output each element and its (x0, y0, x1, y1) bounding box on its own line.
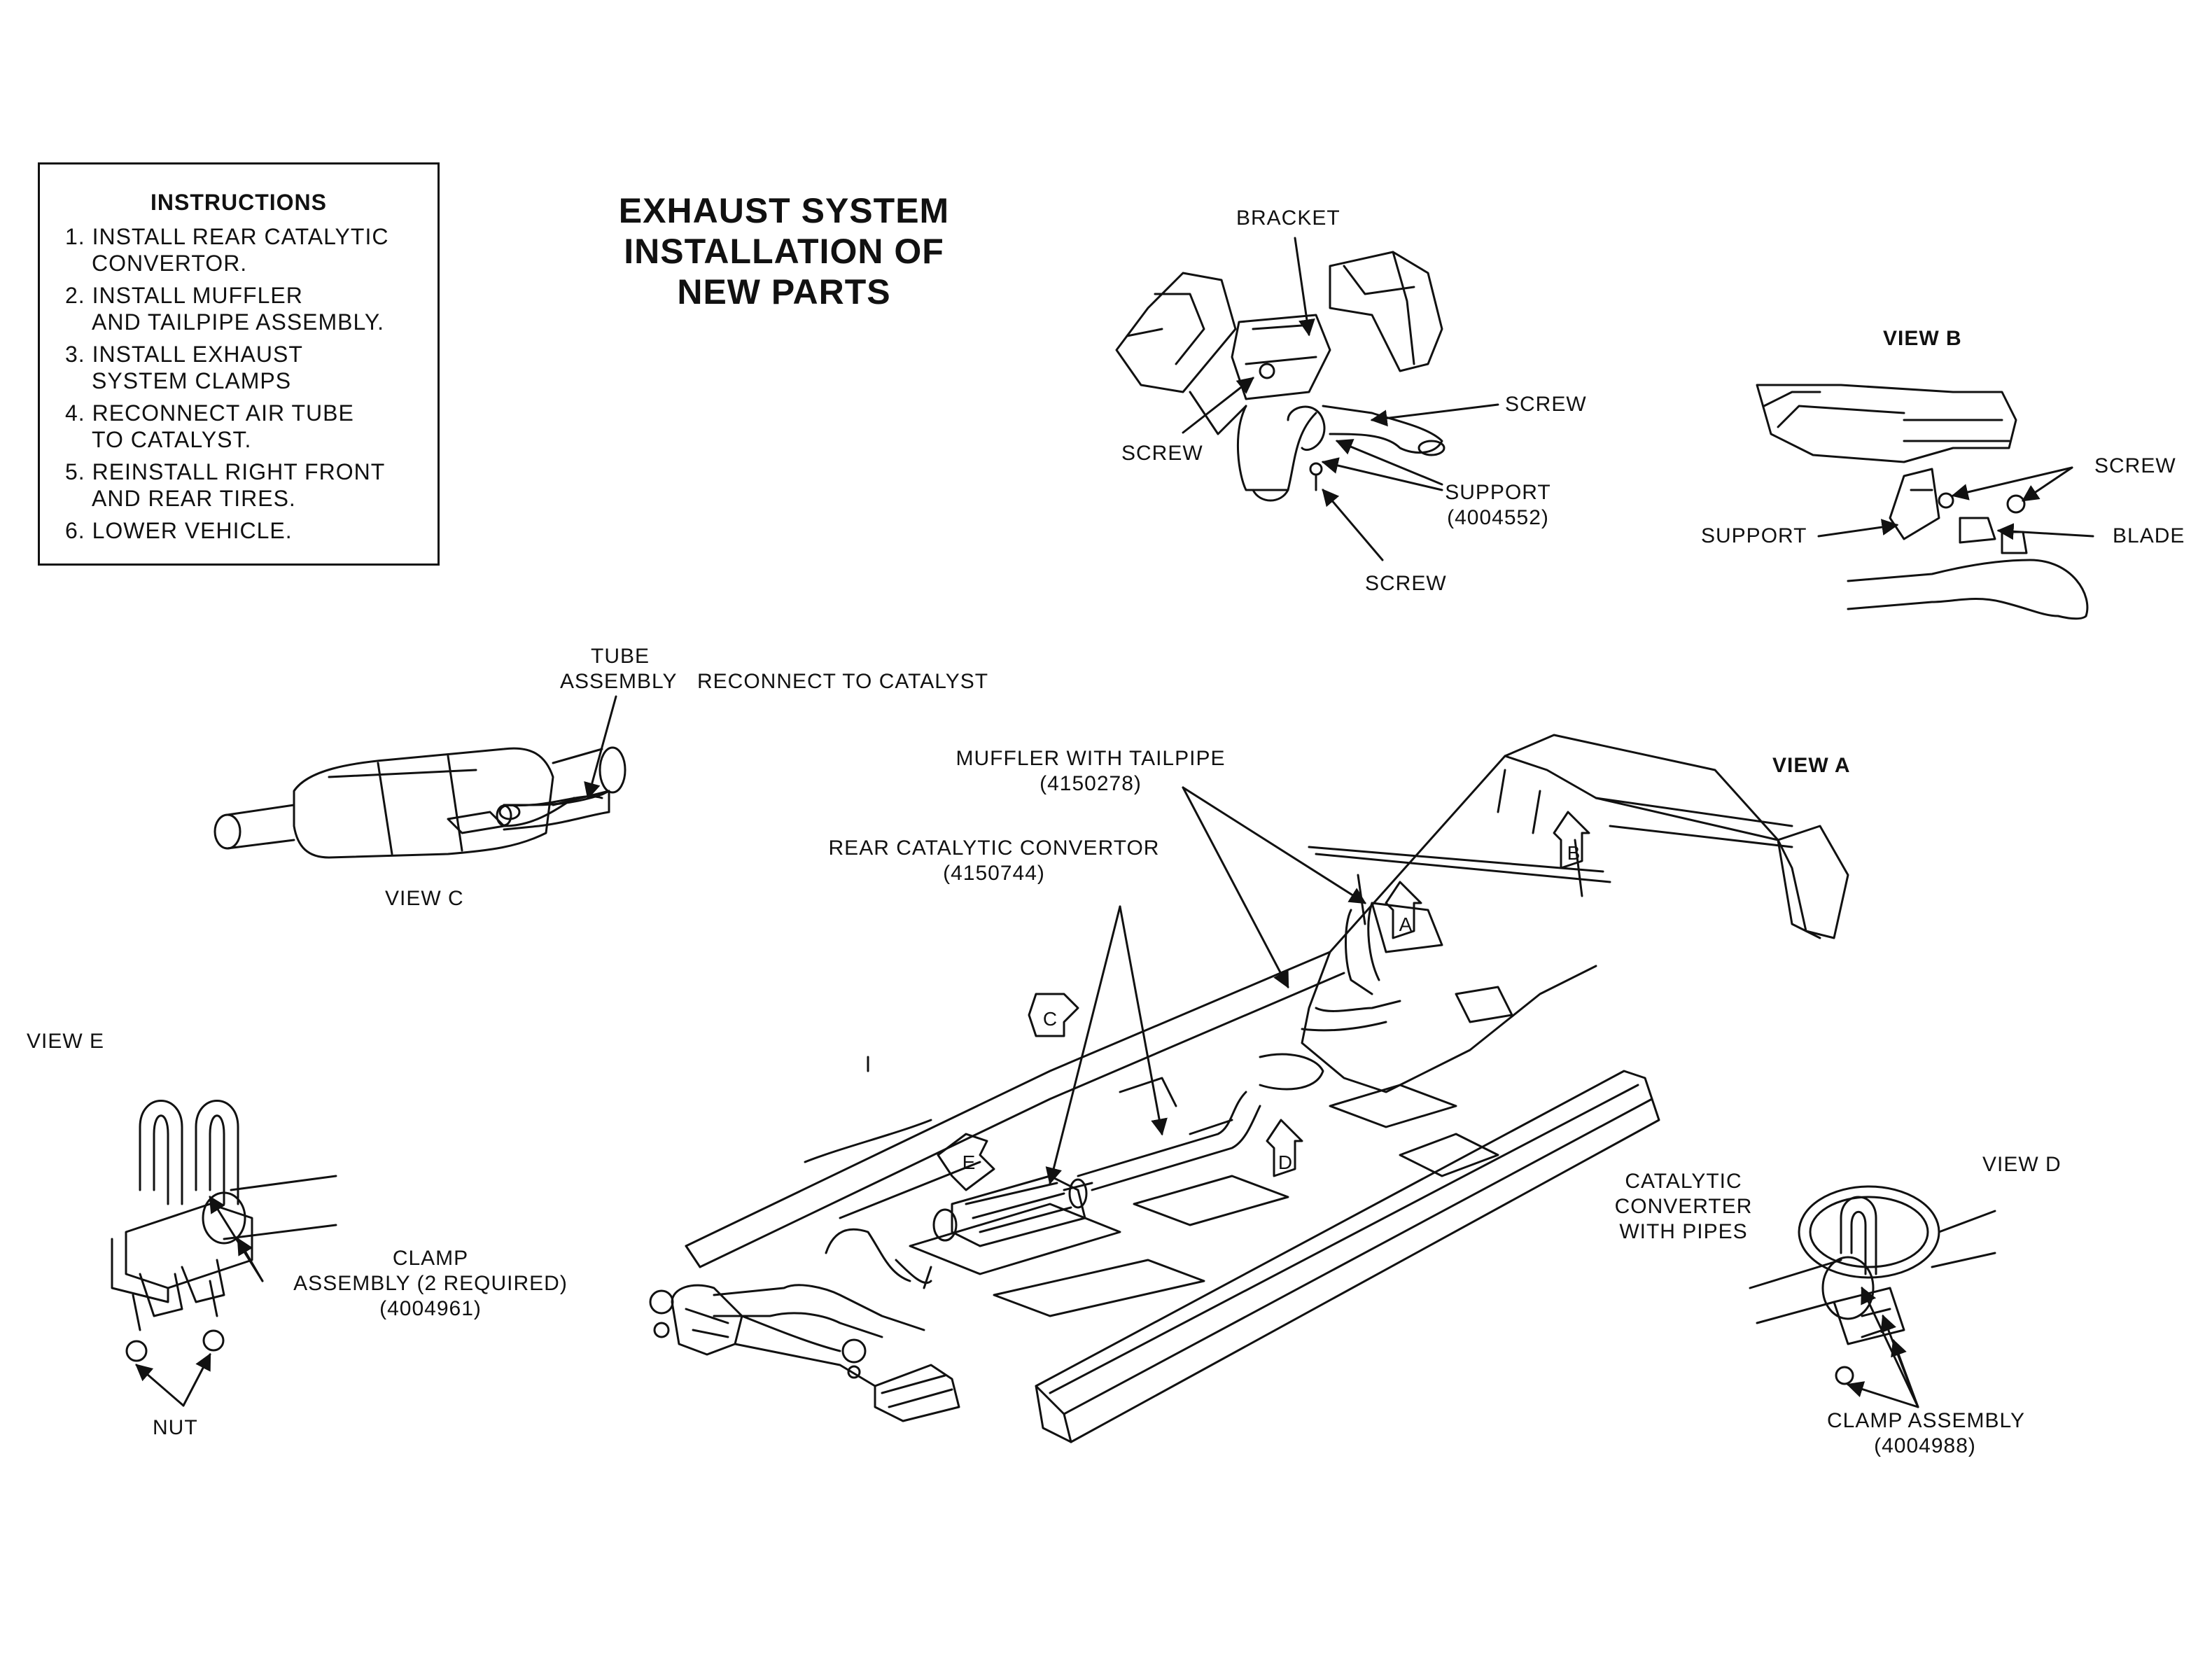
label-screw-right: SCREW (1505, 393, 1587, 416)
title-line: INSTALLATION OF (624, 232, 944, 271)
page-title: EXHAUST SYSTEM INSTALLATION OF NEW PARTS (602, 190, 966, 312)
cat-line: CATALYTIC (1625, 1170, 1742, 1193)
arrow-label-a: A (1399, 913, 1413, 935)
view-d-drawing (1749, 1185, 1996, 1385)
label-clamp-d: CLAMP ASSEMBLY (4004988) (1827, 1408, 2026, 1459)
view-d-leaders (1846, 1286, 1919, 1408)
view-b-title: VIEW B (1883, 327, 1962, 350)
instruction-line: 4. RECONNECT AIR TUBE (65, 400, 354, 426)
view-d-title: VIEW D (1982, 1153, 2062, 1176)
clamp-d-name: CLAMP ASSEMBLY (1827, 1409, 2026, 1432)
view-arrows (937, 811, 1590, 1191)
rear-cat-part-number: (4150744) (943, 862, 1045, 885)
title-line: EXHAUST SYSTEM (618, 191, 950, 230)
arrow-label-d: D (1278, 1152, 1292, 1173)
view-a-detail-drawing (1115, 251, 1446, 502)
exhaust-pipe-drawing (867, 902, 1401, 1191)
view-c-leaders (584, 695, 617, 800)
instruction-line: CONVERTOR. (92, 251, 248, 276)
label-muffler: MUFFLER WITH TAILPIPE (4150278) (937, 746, 1245, 797)
instruction-line: 5. REINSTALL RIGHT FRONT (65, 459, 386, 484)
view-e-title: VIEW E (27, 1030, 105, 1053)
label-rear-catalytic: REAR CATALYTIC CONVERTOR (4150744) (812, 836, 1176, 886)
view-c-title: VIEW C (385, 887, 464, 910)
label-support: SUPPORT (4004552) (1435, 480, 1561, 531)
title-line: NEW PARTS (677, 272, 891, 312)
support-part-number: (4004552) (1447, 506, 1549, 529)
instruction-line: TO CATALYST. (92, 427, 252, 452)
label-screw-left: SCREW (1121, 442, 1203, 465)
front-pipes-drawing (649, 1228, 960, 1422)
support-name: SUPPORT (1445, 481, 1551, 504)
instruction-step: 6. LOWER VEHICLE. (65, 517, 388, 544)
instruction-line: AND TAILPIPE ASSEMBLY. (92, 309, 385, 335)
view-a-detail-leaders (1182, 237, 1499, 561)
instruction-line: 3. INSTALL EXHAUST (65, 342, 303, 367)
rear-catalytic-convertor-drawing (932, 1175, 1088, 1247)
muffler-name: MUFFLER WITH TAILPIPE (955, 747, 1226, 770)
label-nut: NUT (153, 1416, 198, 1439)
rear-cat-name: REAR CATALYTIC CONVERTOR (828, 836, 1160, 860)
arrow-label-c: C (1043, 1008, 1057, 1030)
instruction-line: 1. INSTALL REAR CATALYTIC (65, 224, 389, 249)
muffler-part-number: (4150278) (1040, 772, 1142, 795)
clamp-e-part-number: (4004961) (379, 1297, 482, 1320)
label-clamp-e: CLAMP ASSEMBLY (2 REQUIRED) (4004961) (280, 1246, 581, 1322)
view-a-title: VIEW A (1772, 754, 1851, 777)
view-b-label-support: SUPPORT (1701, 524, 1807, 547)
instruction-line: 6. LOWER VEHICLE. (65, 518, 293, 543)
cat-line: WITH PIPES (1619, 1220, 1748, 1243)
main-leaders (1045, 786, 1367, 1185)
arrow-label-b: B (1567, 842, 1581, 864)
view-b-label-blade: BLADE (2113, 524, 2185, 547)
view-b-drawing (1756, 384, 2089, 620)
instruction-line: AND REAR TIRES. (92, 486, 296, 511)
label-screw-bottom: SCREW (1365, 572, 1447, 595)
clamp-d-part-number: (4004988) (1874, 1434, 1976, 1457)
cat-line: CONVERTER (1614, 1195, 1753, 1218)
arrow-label-e: E (962, 1152, 976, 1173)
view-b-label-screw: SCREW (2094, 454, 2176, 477)
label-bracket: BRACKET (1236, 206, 1340, 230)
view-e-leaders (135, 1195, 264, 1407)
clamp-e-name: CLAMP (392, 1247, 469, 1270)
view-c-label-tube: TUBE (591, 645, 650, 668)
instructions-title: INSTRUCTIONS (150, 190, 327, 215)
view-b-leaders (1817, 466, 2094, 540)
view-e-drawing (111, 1100, 337, 1362)
view-c-label-reconnect: RECONNECT TO CATALYST (697, 670, 989, 693)
vehicle-rocker-panel (1035, 1070, 1660, 1443)
label-catalytic-converter: CATALYTIC CONVERTER WITH PIPES (1596, 1169, 1771, 1245)
view-c-label-assembly: ASSEMBLY (560, 670, 678, 693)
clamp-e-assembly: ASSEMBLY (2 REQUIRED) (293, 1272, 568, 1295)
instruction-line: SYSTEM CLAMPS (92, 368, 292, 393)
instruction-line: 2. INSTALL MUFFLER (65, 283, 303, 308)
